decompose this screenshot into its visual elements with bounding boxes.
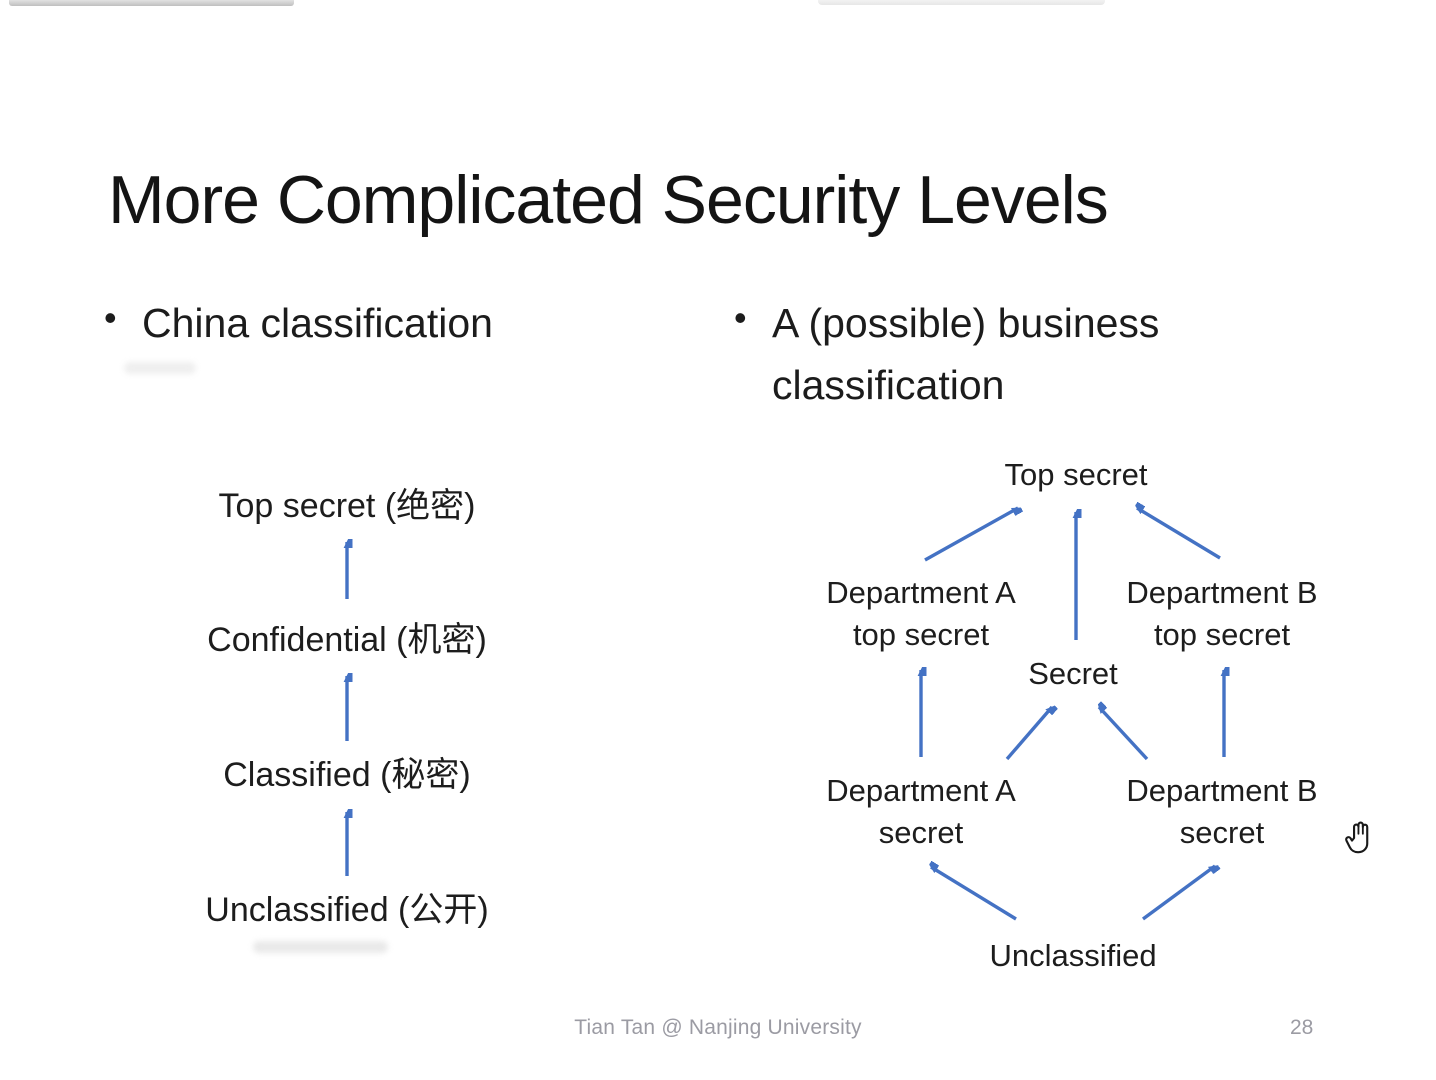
hand-cursor-icon xyxy=(1345,821,1369,854)
top-progress-bar-right xyxy=(818,0,1105,5)
biz-node-dept-a-secret: Department A secret xyxy=(826,773,1016,850)
arrow-deptA-s-to-secret xyxy=(1005,707,1052,761)
ghost-artifact xyxy=(124,362,196,374)
china-level-unclassified: Unclassified (公开) xyxy=(205,891,489,929)
arrow-unclassified-to-deptA-s xyxy=(931,867,1017,921)
footer-credit: Tian Tan @ Nanjing University xyxy=(574,1016,862,1039)
arrow-unclassified-to-deptB-s xyxy=(1141,866,1215,921)
biz-node-dept-a-top-secret: Department A top secret xyxy=(826,575,1016,652)
bullet-business-label: A (possible) business classification xyxy=(772,300,1160,408)
biz-node-dept-b-top-secret: Department B top secret xyxy=(1126,575,1318,652)
arrow-deptB-ts-to-topsecret xyxy=(1137,508,1221,560)
slide-title: More Complicated Security Levels xyxy=(108,161,1109,238)
china-level-top-secret: Top secret (绝密) xyxy=(218,487,476,525)
bullet-business-classification: • A (possible) business classification xyxy=(734,293,1302,416)
bullet-marker: • xyxy=(104,297,117,338)
arrow-deptB-s-to-secret xyxy=(1099,707,1149,761)
ghost-artifact xyxy=(253,941,388,953)
bullet-china-label: China classification xyxy=(142,300,493,346)
bullet-china-classification: • China classification xyxy=(104,293,762,355)
china-level-confidential: Confidential (机密) xyxy=(207,621,487,659)
top-progress-bar-left xyxy=(9,0,294,6)
biz-node-top-secret: Top secret xyxy=(1004,457,1148,492)
china-level-classified: Classified (秘密) xyxy=(223,756,471,794)
biz-node-dept-b-secret: Department B secret xyxy=(1126,773,1318,850)
bullet-marker: • xyxy=(734,297,747,338)
slide-page-number: 28 xyxy=(1290,1016,1314,1039)
biz-node-unclassified: Unclassified xyxy=(989,938,1157,973)
biz-node-secret: Secret xyxy=(1028,656,1118,691)
arrow-deptA-ts-to-topsecret xyxy=(924,506,1018,562)
